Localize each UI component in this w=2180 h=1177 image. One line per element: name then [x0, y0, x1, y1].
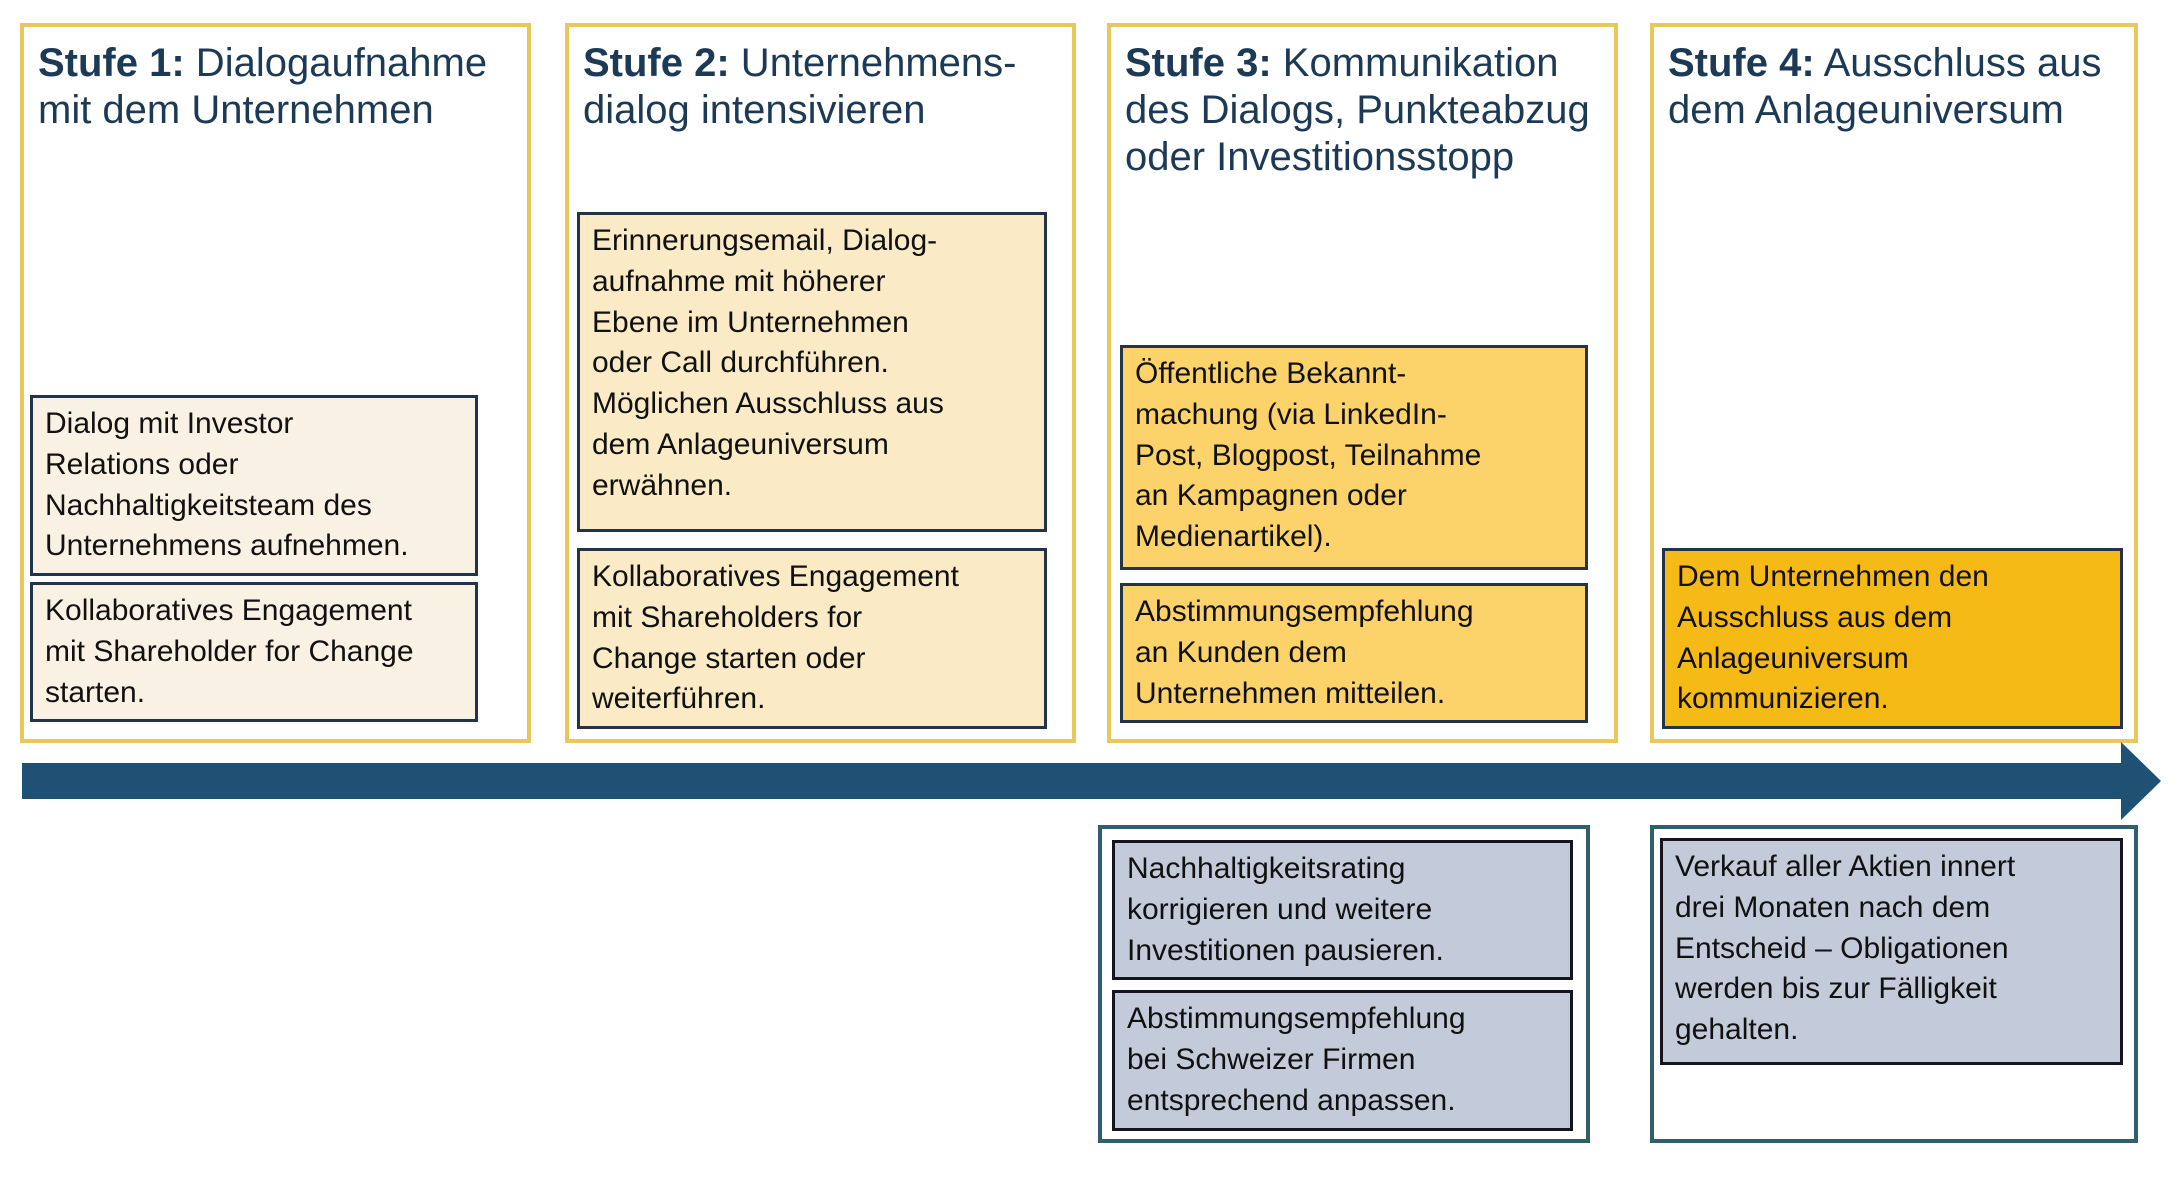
stage-column-4: Stufe 4: Ausschluss aus dem Anlageuniver… [1650, 23, 2138, 743]
timeline-arrow-band [22, 763, 2122, 799]
stage-3-action-box-1: Öffentliche Bekannt- machung (via Linked… [1120, 345, 1588, 570]
stage-2-action-box-2: Kollaboratives Engagement mit Shareholde… [577, 548, 1047, 730]
stage-4-title: Stufe 4: Ausschluss aus dem Anlageuniver… [1654, 27, 2134, 134]
stage-3-consequence-panel: Nachhaltigkeitsrating korrigieren und we… [1098, 825, 1590, 1143]
stage-2-action-box-1: Erinnerungsemail, Dialog- aufnahme mit h… [577, 212, 1047, 532]
stage-3-title: Stufe 3: Kommunikation des Dialogs, Punk… [1111, 27, 1614, 180]
stage-2-title-prefix: Stufe 2: [583, 41, 730, 85]
stage-3-consequence-box-2: Abstimmungsempfehlung bei Schweizer Firm… [1112, 990, 1573, 1131]
stage-column-2: Stufe 2: Unternehmens- dialog intensivie… [565, 23, 1076, 743]
stage-1-title-rest: Dialogaufnahme mit dem Unternehmen [38, 41, 488, 132]
stage-3-title-rest: Kommunikation des Dialogs, Punkteabzug o… [1125, 41, 1590, 179]
stage-2-title-rest: Unternehmens- dialog intensivieren [583, 41, 1017, 132]
stage-1-title-prefix: Stufe 1: [38, 41, 185, 85]
timeline-arrow-head-icon [2121, 742, 2161, 820]
stage-4-consequence-box-1: Verkauf aller Aktien innert drei Monaten… [1660, 838, 2123, 1065]
stage-3-consequence-box-1: Nachhaltigkeitsrating korrigieren und we… [1112, 840, 1573, 981]
stage-1-action-box-1: Dialog mit Investor Relations oder Nachh… [30, 395, 478, 577]
stage-4-consequence-panel: Verkauf aller Aktien innert drei Monaten… [1650, 825, 2138, 1143]
stage-4-action-box-1: Dem Unternehmen den Ausschluss aus dem A… [1662, 548, 2123, 730]
stage-column-1: Stufe 1: Dialogaufnahme mit dem Unterneh… [20, 23, 531, 743]
stage-3-title-prefix: Stufe 3: [1125, 41, 1272, 85]
stage-1-title: Stufe 1: Dialogaufnahme mit dem Unterneh… [24, 27, 527, 134]
stage-4-title-rest: Ausschluss aus dem Anlageuniversum [1668, 41, 2102, 132]
stage-3-action-box-2: Abstimmungsempfehlung an Kunden dem Unte… [1120, 583, 1588, 724]
stage-1-action-box-2: Kollaboratives Engagement mit Shareholde… [30, 582, 478, 723]
stage-2-title: Stufe 2: Unternehmens- dialog intensivie… [569, 27, 1072, 134]
stage-column-3: Stufe 3: Kommunikation des Dialogs, Punk… [1107, 23, 1618, 743]
stage-4-title-prefix: Stufe 4: [1668, 41, 1815, 85]
